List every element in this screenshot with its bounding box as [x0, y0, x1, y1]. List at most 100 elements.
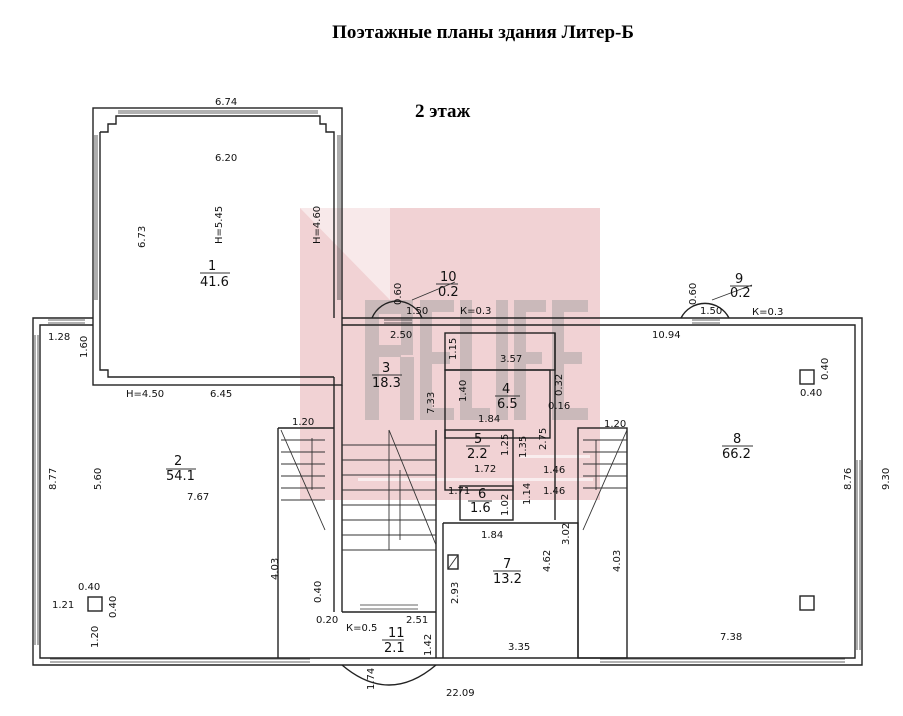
svg-text:6.20: 6.20	[215, 153, 237, 164]
room-5-label: 52.2	[466, 432, 490, 462]
room-labels: 141.6 254.1 318.3 46.5 52.2 61.6 713.2 8…	[166, 259, 753, 656]
dimension-labels: 6.74 6.20 6.73 H=5.45 H=4.60 1.28 1.60 H…	[48, 97, 892, 699]
svg-text:4: 4	[502, 382, 510, 397]
room-2-label: 254.1	[166, 454, 196, 484]
svg-text:0.40: 0.40	[313, 581, 324, 603]
svg-text:10.94: 10.94	[652, 330, 681, 341]
svg-text:0.40: 0.40	[78, 582, 100, 593]
svg-text:1.02: 1.02	[500, 494, 511, 516]
svg-text:1.50: 1.50	[406, 306, 428, 317]
svg-text:1.20: 1.20	[604, 419, 626, 430]
central-core-walls	[277, 281, 753, 686]
svg-text:6.45: 6.45	[210, 389, 232, 400]
svg-text:2.50: 2.50	[390, 330, 412, 341]
svg-text:1.50: 1.50	[700, 306, 722, 317]
svg-text:1.60: 1.60	[79, 336, 90, 358]
svg-text:13.2: 13.2	[493, 572, 522, 587]
svg-text:1.20: 1.20	[90, 626, 101, 648]
room-8-label: 866.2	[722, 432, 753, 462]
svg-text:6.74: 6.74	[215, 97, 237, 108]
building-shell	[32, 317, 863, 666]
floor-label: 2 этаж	[415, 101, 471, 122]
svg-text:0.40: 0.40	[108, 596, 119, 618]
svg-text:1.28: 1.28	[48, 332, 70, 343]
svg-text:6.5: 6.5	[497, 397, 518, 412]
svg-text:1.74: 1.74	[366, 668, 377, 690]
svg-text:0.16: 0.16	[548, 401, 570, 412]
svg-text:7: 7	[503, 557, 511, 572]
svg-text:6: 6	[478, 487, 486, 502]
svg-text:0.2: 0.2	[730, 286, 751, 301]
svg-text:3.57: 3.57	[500, 354, 522, 365]
svg-text:22.09: 22.09	[446, 688, 475, 699]
svg-text:H=5.45: H=5.45	[214, 206, 225, 244]
svg-text:1.40: 1.40	[458, 380, 469, 402]
room-11-label: 112.1	[382, 626, 405, 656]
svg-text:1.84: 1.84	[478, 414, 500, 425]
svg-text:9.30: 9.30	[881, 468, 892, 490]
svg-text:9: 9	[735, 272, 743, 287]
svg-text:18.3: 18.3	[372, 376, 401, 391]
svg-text:7.38: 7.38	[720, 632, 742, 643]
svg-text:4.03: 4.03	[270, 558, 281, 580]
svg-text:6.73: 6.73	[137, 226, 148, 248]
svg-text:К=0.3: К=0.3	[460, 306, 491, 317]
svg-text:2.51: 2.51	[406, 615, 428, 626]
svg-text:4.62: 4.62	[542, 550, 553, 572]
svg-text:1.6: 1.6	[470, 501, 491, 516]
svg-text:0.2: 0.2	[438, 285, 459, 300]
svg-text:0.32: 0.32	[554, 374, 565, 396]
svg-text:4.03: 4.03	[612, 550, 623, 572]
room-4-label: 46.5	[495, 382, 520, 412]
svg-text:0.60: 0.60	[393, 283, 404, 305]
room-1-label: 141.6	[200, 259, 230, 290]
svg-text:0.40: 0.40	[820, 358, 831, 380]
svg-text:7.33: 7.33	[426, 392, 437, 414]
svg-text:66.2: 66.2	[722, 447, 751, 462]
svg-text:10: 10	[440, 270, 457, 285]
svg-text:5: 5	[474, 432, 482, 447]
svg-text:3.02: 3.02	[561, 523, 572, 545]
watermark-logo	[300, 208, 600, 500]
svg-text:8: 8	[733, 432, 741, 447]
svg-text:1.46: 1.46	[543, 486, 565, 497]
svg-text:1.25: 1.25	[500, 434, 511, 456]
svg-text:11: 11	[388, 626, 405, 641]
svg-text:К=0.3: К=0.3	[752, 307, 783, 318]
svg-text:H=4.60: H=4.60	[312, 206, 323, 244]
svg-text:7.67: 7.67	[187, 492, 209, 503]
svg-text:1.14: 1.14	[522, 483, 533, 505]
room-6-label: 61.6	[468, 487, 492, 516]
svg-text:0.20: 0.20	[316, 615, 338, 626]
svg-text:54.1: 54.1	[166, 469, 195, 484]
document-title: Поэтажные планы здания Литер-Б	[332, 22, 634, 43]
svg-text:1.72: 1.72	[474, 464, 496, 475]
svg-text:1.46: 1.46	[543, 465, 565, 476]
svg-text:1.15: 1.15	[448, 338, 459, 360]
svg-text:1.20: 1.20	[292, 417, 314, 428]
svg-text:2.75: 2.75	[538, 428, 549, 450]
svg-text:2.2: 2.2	[467, 447, 488, 462]
svg-text:3.35: 3.35	[508, 642, 530, 653]
svg-text:2: 2	[174, 454, 182, 469]
svg-text:8.76: 8.76	[843, 468, 854, 490]
svg-text:2.1: 2.1	[384, 641, 405, 656]
svg-text:К=0.5: К=0.5	[346, 623, 377, 634]
svg-text:H=4.50: H=4.50	[126, 389, 164, 400]
svg-text:1.21: 1.21	[52, 600, 74, 611]
room-10-label: 100.2	[436, 270, 459, 300]
svg-text:1.84: 1.84	[481, 530, 503, 541]
svg-text:8.77: 8.77	[48, 468, 59, 490]
room-1-walls	[92, 107, 343, 386]
svg-text:1.42: 1.42	[423, 634, 434, 656]
svg-text:2.93: 2.93	[450, 582, 461, 604]
svg-text:1.35: 1.35	[518, 436, 529, 458]
svg-text:5.60: 5.60	[93, 468, 104, 490]
svg-text:0.40: 0.40	[800, 388, 822, 399]
room-7-label: 713.2	[493, 557, 522, 587]
svg-text:1: 1	[208, 259, 216, 274]
svg-text:3: 3	[382, 361, 390, 376]
room-9-label: 90.2	[730, 272, 752, 301]
room-3-label: 318.3	[372, 361, 402, 391]
